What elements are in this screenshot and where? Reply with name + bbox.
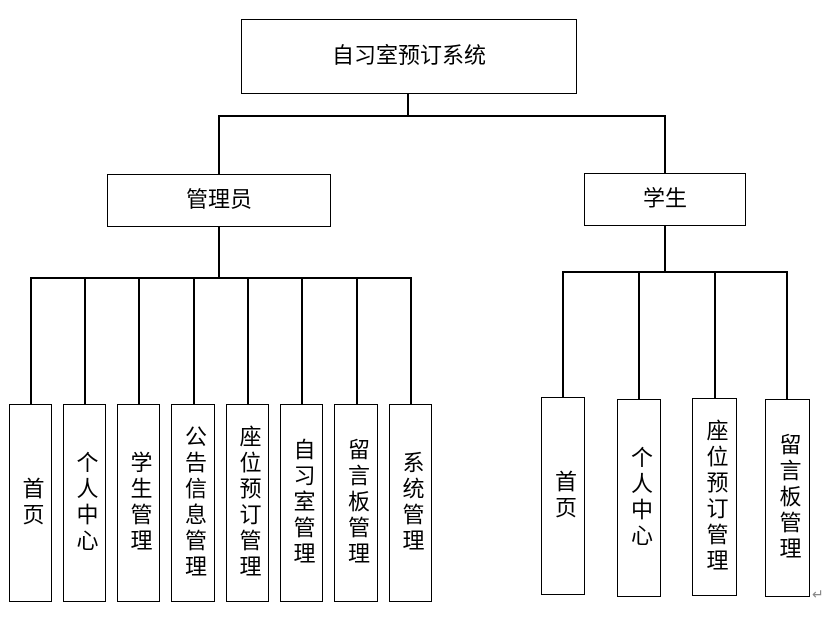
- admin-module-label: 个人中心: [72, 451, 98, 555]
- connector-admin-drop-3: [138, 277, 140, 404]
- admin-module-label: 学生管理: [126, 451, 152, 555]
- student-module-label: 首页: [551, 470, 576, 522]
- connector-student-down: [664, 225, 666, 272]
- student-module-label: 留言板管理: [775, 433, 801, 563]
- connector-student-horizontal: [562, 271, 787, 273]
- admin-node: 管理员: [107, 174, 331, 227]
- connector-admin-drop-2: [84, 277, 86, 404]
- connector-admin-horizontal: [30, 277, 411, 279]
- connector-to-admin: [218, 115, 220, 175]
- connector-admin-drop-1: [30, 277, 32, 404]
- connector-root-down: [407, 93, 409, 115]
- student-module-label: 座位预订管理: [702, 419, 728, 575]
- student-module-personal-center: 个人中心: [617, 399, 661, 597]
- connector-student-drop-3: [714, 271, 716, 398]
- student-module-message-board-management: 留言板管理: [765, 399, 810, 597]
- connector-admin-drop-7: [356, 277, 358, 404]
- admin-module-label: 首页: [18, 477, 44, 529]
- connector-admin-drop-8: [410, 277, 412, 404]
- connector-top-horizontal: [218, 115, 665, 117]
- admin-module-notice-management: 公告信息管理: [171, 404, 215, 602]
- admin-module-label: 座位预订管理: [235, 425, 261, 581]
- admin-module-label: 系统管理: [398, 451, 424, 555]
- connector-admin-drop-5: [247, 277, 249, 404]
- paragraph-return-mark: ↵: [812, 587, 824, 603]
- admin-module-home: 首页: [9, 404, 52, 602]
- admin-module-seat-booking-management: 座位预订管理: [226, 404, 269, 602]
- admin-module-message-board-management: 留言板管理: [334, 404, 378, 602]
- connector-student-drop-4: [786, 271, 788, 399]
- student-node-label: 学生: [642, 186, 687, 212]
- admin-module-personal-center: 个人中心: [63, 404, 106, 602]
- connector-admin-drop-6: [301, 277, 303, 404]
- connector-to-student: [664, 115, 666, 174]
- admin-module-label: 自习室管理: [289, 438, 315, 568]
- admin-module-label: 留言板管理: [344, 438, 369, 568]
- admin-module-system-management: 系统管理: [389, 404, 432, 602]
- connector-student-drop-1: [562, 271, 564, 397]
- student-module-home: 首页: [541, 397, 585, 595]
- student-module-seat-booking-management: 座位预订管理: [692, 398, 737, 596]
- admin-module-student-management: 学生管理: [117, 404, 160, 602]
- connector-admin-drop-4: [193, 277, 195, 404]
- student-node: 学生: [584, 173, 746, 226]
- student-module-label: 个人中心: [627, 446, 652, 550]
- connector-admin-down: [218, 226, 220, 277]
- admin-node-label: 管理员: [185, 187, 252, 213]
- admin-module-study-room-management: 自习室管理: [280, 404, 323, 602]
- root-node: 自习室预订系统: [241, 19, 577, 94]
- root-node-label: 自习室预订系统: [331, 43, 486, 69]
- connector-student-drop-2: [638, 271, 640, 399]
- admin-module-label: 公告信息管理: [181, 425, 206, 581]
